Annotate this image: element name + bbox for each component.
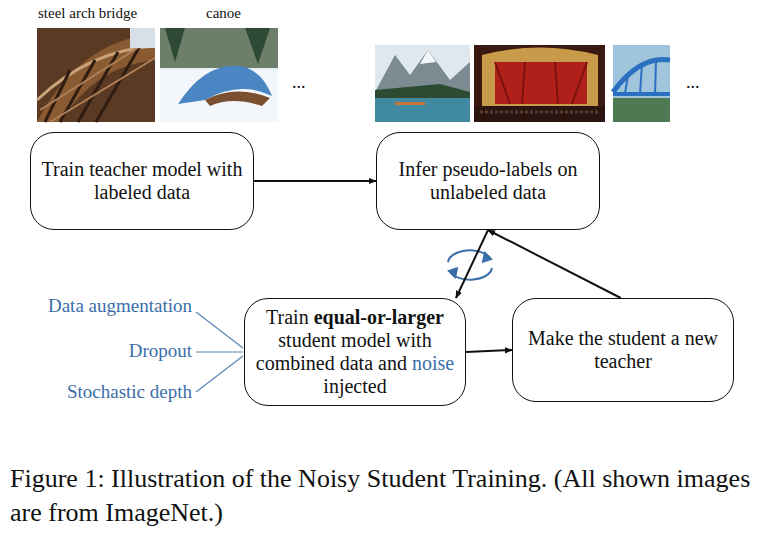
box-text: Make the student a new teacher — [523, 327, 723, 373]
process-box: Train teacher model with labeled data — [30, 132, 254, 230]
noise-label: Dropout — [129, 340, 192, 362]
flow-arrow — [456, 230, 488, 298]
photo-bridge — [37, 28, 155, 122]
ellipsis: ... — [292, 72, 306, 93]
leader-lines — [196, 312, 243, 392]
photo-blue-bridge — [613, 45, 670, 122]
process-box: Infer pseudo-labels on unlabeled data — [376, 132, 600, 230]
photo-canoe — [160, 28, 278, 122]
flow-arrow — [466, 350, 512, 352]
photo-lake — [375, 45, 470, 122]
box-text: Infer pseudo-labels on unlabeled data — [387, 158, 589, 204]
image-class-label: canoe — [206, 5, 241, 22]
flow-arrow — [254, 180, 376, 182]
flow-arrow — [488, 230, 621, 298]
photo-theatre — [474, 45, 605, 122]
box-text: Train equal-or-larger student model with… — [255, 306, 455, 398]
process-box: Make the student a new teacher — [512, 298, 734, 402]
box-text: Train teacher model with labeled data — [41, 158, 243, 204]
ellipsis: ... — [686, 72, 700, 93]
noise-label: Data augmentation — [48, 295, 192, 317]
figure-caption: Figure 1: Illustration of the Noisy Stud… — [10, 462, 758, 530]
image-class-label: steel arch bridge — [38, 5, 137, 22]
process-box: Train equal-or-larger student model with… — [244, 298, 466, 406]
noise-label: Stochastic depth — [67, 381, 192, 403]
cycle-symbol — [448, 250, 492, 279]
